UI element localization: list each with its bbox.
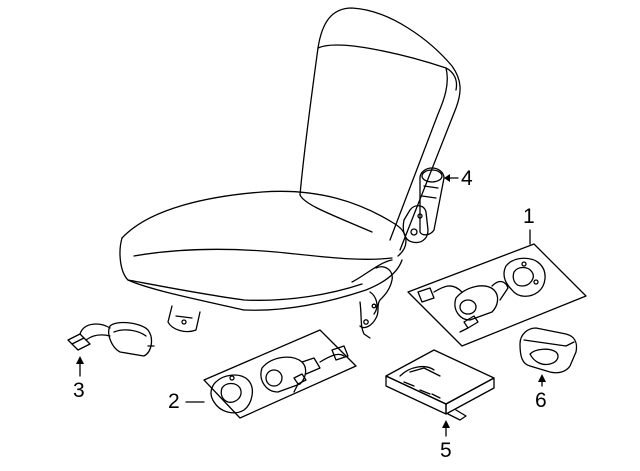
harness-icon-3 — [68, 323, 154, 356]
callout-3: 3 — [73, 379, 85, 402]
seat-motor-icon-4 — [403, 168, 444, 243]
callout-1: 1 — [523, 205, 535, 228]
motor-kit-1 — [408, 244, 586, 346]
callout-6: 6 — [535, 389, 547, 412]
switch-icon-6 — [520, 328, 577, 373]
callout-5: 5 — [440, 439, 452, 462]
callout-2: 2 — [168, 390, 180, 413]
module-icon-5 — [386, 350, 494, 420]
motor-kit-2 — [204, 330, 356, 418]
seat-icon — [120, 8, 460, 338]
callout-4: 4 — [461, 167, 473, 190]
